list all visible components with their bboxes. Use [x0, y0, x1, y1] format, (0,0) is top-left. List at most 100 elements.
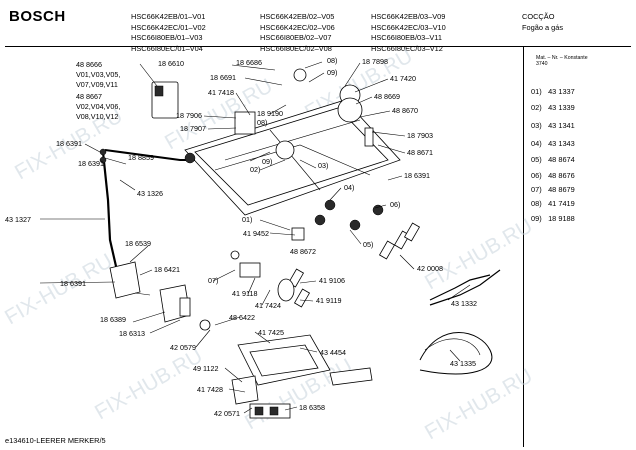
legend-row: 02) 43 1339	[531, 103, 575, 112]
model-code: HSC66I80EB/02–V07	[260, 33, 332, 43]
model-code: HSC66I80EC/02–V08	[260, 43, 332, 53]
legend-row: 04) 43 1343	[531, 139, 575, 148]
callout-labels: 18 6610 48 8666 V01,V03,V05, V07,V09,V11…	[5, 56, 477, 418]
callout-label: 18 6391	[60, 279, 86, 288]
legend-key: 09)	[531, 214, 542, 223]
callout-label: 41 9106	[319, 276, 345, 285]
callout-label: 18 7903	[407, 131, 433, 140]
callout-label: 49 1122	[193, 364, 218, 373]
section-header: COCÇÃO Fogão a gás	[522, 12, 563, 33]
callout-label: 18 6391	[56, 139, 82, 148]
callout-label: 08)	[257, 118, 267, 127]
callout-label: 02)	[250, 165, 260, 174]
legend-row: 08) 41 7419	[531, 199, 575, 208]
callout-label: 05)	[363, 240, 373, 249]
section-subtitle: Fogão a gás	[522, 22, 564, 32]
model-list-col2: HSC66K42EB/02–V05 HSC66K42EC/02–V06 HSC6…	[260, 12, 335, 54]
legend-header-line: Mat. – Nr. – Konstante	[536, 55, 588, 61]
model-code: HSC66K42EC/03–V10	[371, 22, 446, 32]
callout-label: 18 6391	[78, 159, 104, 168]
legend-row: 05) 48 8674	[531, 155, 575, 164]
callout-label: 01)	[242, 215, 252, 224]
callout-label: 41 9452	[243, 229, 269, 238]
legend-value: 18 9188	[548, 214, 575, 223]
legend-value: 43 1339	[548, 103, 575, 112]
callout-label: 48 8666	[76, 60, 102, 69]
legend-key: 08)	[531, 199, 542, 208]
model-code: HSC66K42EC/02–V06	[260, 22, 335, 32]
legend-key: 06)	[531, 171, 542, 180]
model-code: HSC66K42EC/01–V02	[131, 22, 206, 32]
callout-label: 18 6389	[100, 315, 126, 324]
callout-label: 48 8667	[76, 92, 102, 101]
callout-label: 09)	[262, 157, 272, 166]
burner-valves	[151, 68, 384, 231]
callout-label: 18 6313	[119, 329, 145, 338]
legend-value: 48 8676	[548, 171, 575, 180]
legend-value: 48 8674	[548, 155, 575, 164]
model-list-col1: HSC66K42EB/01–V01 HSC66K42EC/01–V02 HSC6…	[131, 12, 206, 54]
legend-key: 05)	[531, 155, 542, 164]
model-code: HSC66I80EC/01–V04	[131, 43, 203, 53]
callout-label: 41 7425	[258, 328, 284, 337]
callout-label: 18 7906	[176, 111, 202, 120]
legend-value: 43 1341	[548, 121, 575, 130]
callout-label: 41 7428	[197, 385, 223, 394]
callout-label: 18 6358	[299, 403, 325, 412]
model-code: HSC66I80EC/03–V12	[371, 43, 443, 53]
callout-label: 07)	[208, 276, 218, 285]
header-divider	[5, 46, 631, 47]
legend-key: 02)	[531, 103, 542, 112]
legend-row: 06) 48 8676	[531, 171, 575, 180]
section-title: COCÇÃO	[522, 12, 555, 21]
callout-label: V08,V10,V12	[76, 112, 118, 121]
callout-label: 04)	[344, 183, 354, 192]
callout-label: 42 0008	[417, 264, 443, 273]
callout-label: 48 8672	[290, 247, 316, 256]
callout-label: 03)	[318, 161, 328, 170]
callout-label: V07,V09,V11	[76, 80, 118, 89]
callout-label: 18 8859	[128, 153, 154, 162]
callout-label: 43 1335	[450, 359, 476, 368]
legend-row: 01) 43 1337	[531, 87, 575, 96]
legend-value: 48 8679	[548, 185, 575, 194]
brand-logo: BOSCH	[9, 8, 66, 25]
callout-label: 41 9119	[316, 296, 341, 305]
callout-label: 18 6421	[154, 265, 180, 274]
legend-row: 09) 18 9188	[531, 214, 575, 223]
legend-value: 43 1337	[548, 87, 575, 96]
footer-code: e134610-LEERER MERKER/5	[5, 436, 106, 445]
callout-label: 18 7898	[362, 57, 388, 66]
ignition-wiring	[419, 269, 501, 375]
callout-label: 18 6610	[158, 59, 184, 68]
model-list-col3: HSC66K42EB/03–V09 HSC66K42EC/03–V10 HSC6…	[371, 12, 446, 54]
bottom-assembly	[179, 227, 373, 419]
callout-label: 42 0571	[214, 409, 240, 418]
callout-label: 18 6391	[404, 171, 430, 180]
callout-label: 09)	[327, 68, 337, 77]
callout-label: 06)	[390, 200, 400, 209]
legend-panel: Mat. – Nr. – Konstante 3740 01) 43 1337 …	[523, 47, 632, 447]
callout-label: 43 4454	[320, 348, 346, 357]
legend-row: 07) 48 8679	[531, 185, 575, 194]
callout-label: 18 9190	[257, 109, 283, 118]
callout-label: 48 8669	[374, 92, 400, 101]
legend-header: Mat. – Nr. – Konstante 3740	[536, 55, 588, 68]
callout-label: 43 1327	[5, 215, 31, 224]
model-code: HSC66I80EB/01–V03	[131, 33, 203, 43]
callout-label: 18 6539	[125, 239, 151, 248]
callout-label: 48 6422	[229, 313, 255, 322]
callout-label: 41 7418	[208, 88, 234, 97]
gas-pipe-left	[99, 148, 195, 323]
model-code: HSC66K42EB/02–V05	[260, 12, 335, 21]
callout-label: 48 8671	[407, 148, 433, 157]
model-code: HSC66K42EB/03–V09	[371, 12, 446, 21]
legend-key: 07)	[531, 185, 542, 194]
callout-label: 41 7424	[255, 301, 281, 310]
callout-label: 43 1332	[451, 299, 477, 308]
callout-label: 08)	[327, 56, 337, 65]
callout-label: 18 6691	[210, 73, 236, 82]
callout-label: 42 0579	[170, 343, 196, 352]
